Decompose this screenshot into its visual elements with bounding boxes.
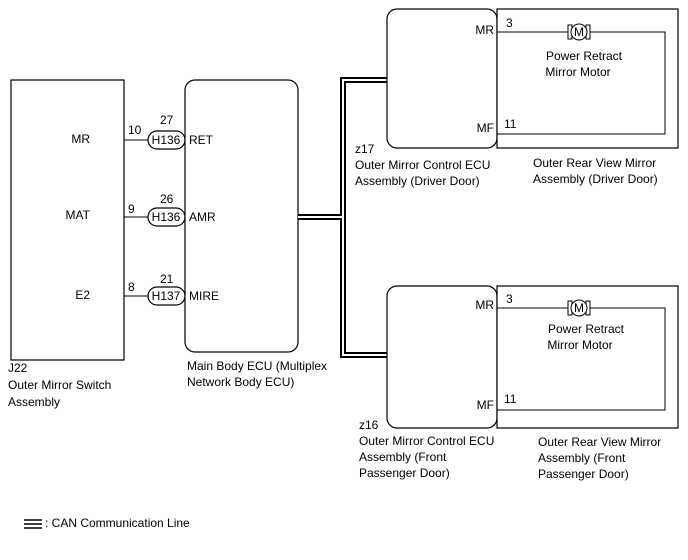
driver-motor-symbol: M <box>574 25 584 39</box>
passenger-mirror-name-line1: Outer Rear View Mirror <box>538 435 661 449</box>
connector-name-1: H136 <box>152 133 181 147</box>
driver-mirror-name-line1: Outer Rear View Mirror <box>533 156 656 170</box>
passenger-motor-label-line2: Mirror Motor <box>547 338 612 352</box>
connector-num-21: 21 <box>160 272 174 286</box>
driver-motor-label-line2: Mirror Motor <box>545 65 610 79</box>
passenger-ecu-code: z16 <box>359 418 379 432</box>
driver-mirror-pin-3: 3 <box>506 16 513 30</box>
connector-name-3: H137 <box>152 289 181 303</box>
switch-pin-mat: MAT <box>66 208 91 222</box>
switch-pin-num-10: 10 <box>128 123 142 137</box>
switch-pin-e2: E2 <box>75 288 90 302</box>
connector-num-26: 26 <box>160 192 174 206</box>
driver-motor-icon: M <box>567 23 591 41</box>
passenger-ecu-name-line1: Outer Mirror Control ECU <box>359 434 494 448</box>
passenger-motor-label-line1: Power Retract <box>548 322 625 336</box>
can-legend-icon <box>24 519 42 529</box>
passenger-motor-symbol: M <box>574 301 584 315</box>
switch-pin-num-8: 8 <box>128 280 135 294</box>
driver-ecu-code: z17 <box>355 142 375 156</box>
passenger-ecu-pin-mf: MF <box>477 398 494 412</box>
driver-mirror-pin-11: 11 <box>504 117 517 131</box>
can-legend-label: : CAN Communication Line <box>45 516 190 530</box>
ecu-pin-ret: RET <box>189 133 214 147</box>
can-bus-lines <box>298 77 387 358</box>
passenger-motor-icon: M <box>567 299 591 317</box>
passenger-mirror-pin-3: 3 <box>506 292 513 306</box>
switch-pin-num-9: 9 <box>128 202 135 216</box>
ecu-pin-mire: MIRE <box>189 289 219 303</box>
passenger-ecu-pin-mr: MR <box>475 298 494 312</box>
switch-name-line2: Assembly <box>8 395 60 409</box>
ecu-pin-amr: AMR <box>189 210 216 224</box>
passenger-mirror-name-line2: Assembly (Front <box>538 451 626 465</box>
driver-ecu-pin-mr: MR <box>475 23 494 37</box>
driver-ecu-name-line1: Outer Mirror Control ECU <box>355 158 490 172</box>
passenger-ecu-name-line2: Assembly (Front <box>359 450 447 464</box>
switch-box <box>10 79 125 361</box>
driver-ecu-name-line2: Assembly (Driver Door) <box>355 174 480 188</box>
driver-motor-wire <box>497 31 666 135</box>
passenger-mirror-pin-11: 11 <box>504 392 517 406</box>
switch-code: J22 <box>8 361 28 375</box>
main-ecu-name-line2: Network Body ECU) <box>187 375 294 389</box>
main-ecu-name-line1: Main Body ECU (Multiplex <box>187 359 327 373</box>
passenger-motor-wire <box>497 307 666 411</box>
driver-mirror-name-line2: Assembly (Driver Door) <box>533 172 658 186</box>
switch-name-line1: Outer Mirror Switch <box>8 378 111 392</box>
driver-ecu-pin-mf: MF <box>477 121 494 135</box>
connector-name-2: H136 <box>152 210 181 224</box>
passenger-ecu-name-line3: Passenger Door) <box>359 466 450 480</box>
switch-pin-mr: MR <box>71 132 90 146</box>
connector-num-27: 27 <box>160 113 174 127</box>
passenger-mirror-name-line3: Passenger Door) <box>538 467 629 481</box>
driver-motor-label-line1: Power Retract <box>546 49 623 63</box>
